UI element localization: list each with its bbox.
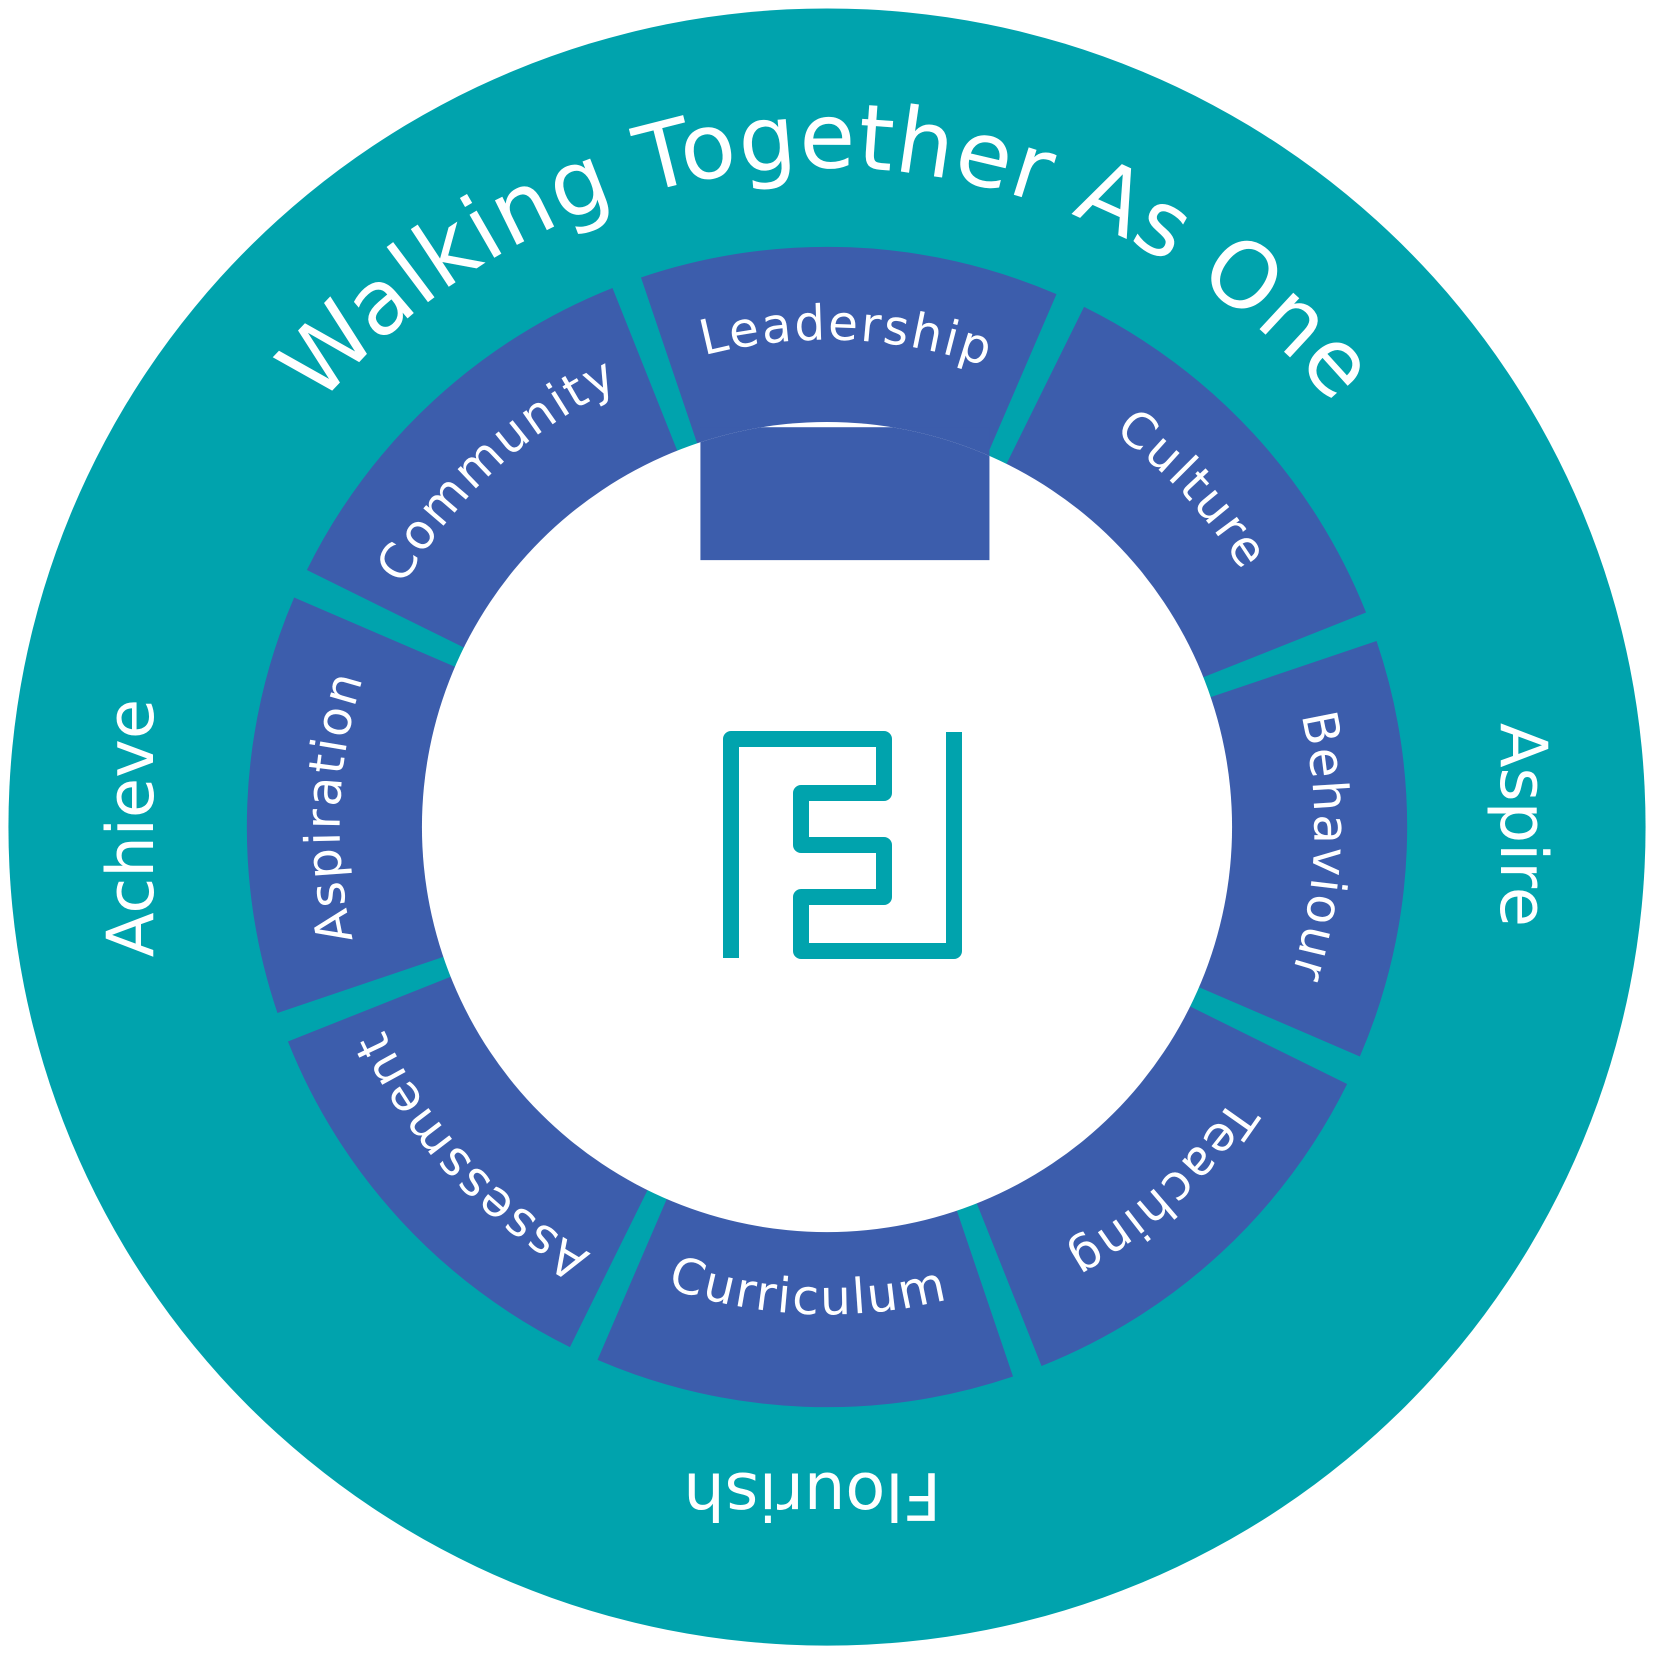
segment-community: [306, 287, 686, 657]
outer-word-flourish: Flourish: [683, 1458, 941, 1534]
segment-behaviour: [1179, 640, 1408, 1057]
segment-teaching: [968, 997, 1348, 1367]
segment-curriculum: [597, 1179, 1014, 1408]
inner-circle: [421, 421, 1233, 1233]
leadership-tab-inner: [700, 427, 990, 561]
segment-aspiration: [246, 597, 475, 1014]
outer-word-achieve: Achieve: [93, 699, 169, 957]
outer-word-aspire: Aspire: [1485, 723, 1561, 927]
F-maze-logo-icon: [723, 731, 962, 959]
segment-leadership: [640, 246, 1057, 475]
segment-culture: [997, 306, 1367, 686]
segment-assessment: [287, 968, 657, 1348]
